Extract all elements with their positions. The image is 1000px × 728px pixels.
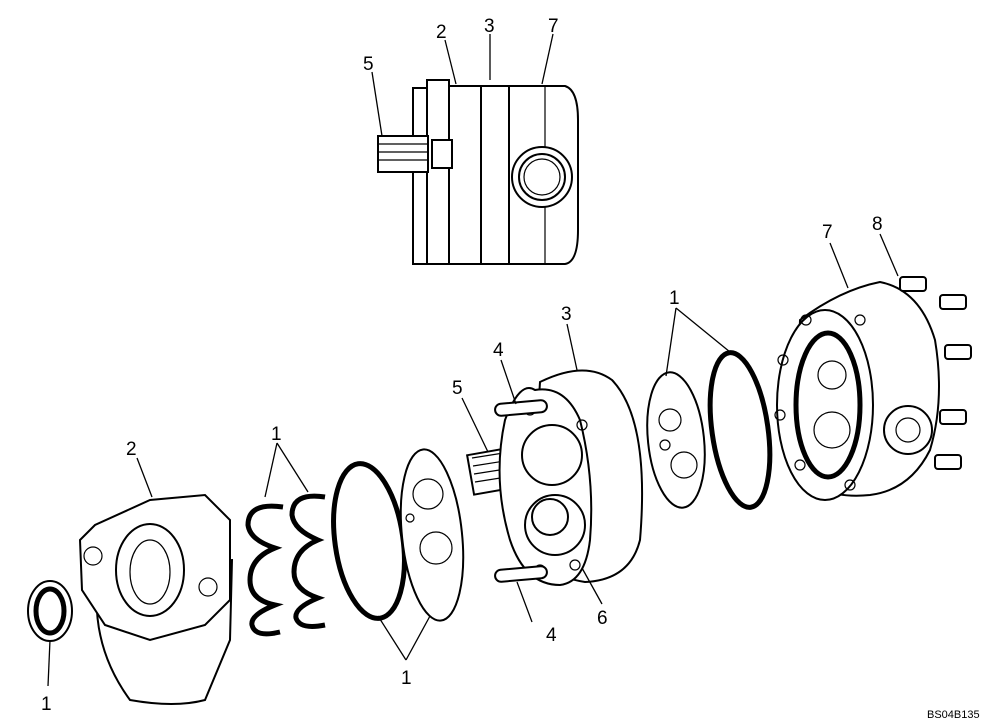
callout-top-2: 2: [436, 22, 447, 43]
callout-5-drive-shaft: 5: [452, 378, 463, 399]
leader-lines: [47, 33, 899, 687]
callout-3-gear-body: 3: [561, 304, 572, 325]
callout-labels: 5 2 3 7 2 1 1 1 5 4 3 4 6 1 7 8: [41, 16, 883, 715]
callout-1-o-ring-left: 1: [401, 668, 412, 689]
callout-top-3: 3: [484, 16, 495, 37]
callout-6-gear: 6: [597, 608, 608, 629]
callout-1-o-ring-right: 1: [669, 288, 680, 309]
wear-plate-left: [399, 448, 465, 622]
callout-4-lower-pin: 4: [546, 625, 557, 646]
end-cover: [774, 280, 940, 501]
backup-seals: [245, 493, 326, 637]
callout-2-front-housing: 2: [126, 439, 137, 460]
cap-screws: [899, 276, 972, 470]
assembled-pump-view: [377, 79, 579, 265]
callout-top-7: 7: [548, 16, 559, 37]
dowel-pins: [494, 399, 548, 583]
front-housing: [78, 493, 234, 705]
callout-8-cap-screws: 8: [872, 214, 883, 235]
callout-7-end-cover: 7: [822, 222, 833, 243]
callout-1-shaft-seal: 1: [41, 694, 52, 715]
o-ring-left: [331, 461, 407, 621]
drawing-code: BS04B135: [927, 709, 980, 721]
callout-top-5: 5: [363, 54, 374, 75]
callout-1-backup-seals: 1: [271, 424, 282, 445]
callout-4-upper-pin: 4: [493, 340, 504, 361]
gear-body: [498, 369, 644, 587]
wear-plate-right: [646, 371, 706, 509]
o-ring-right: [707, 350, 773, 510]
shaft-seal: [27, 580, 73, 642]
